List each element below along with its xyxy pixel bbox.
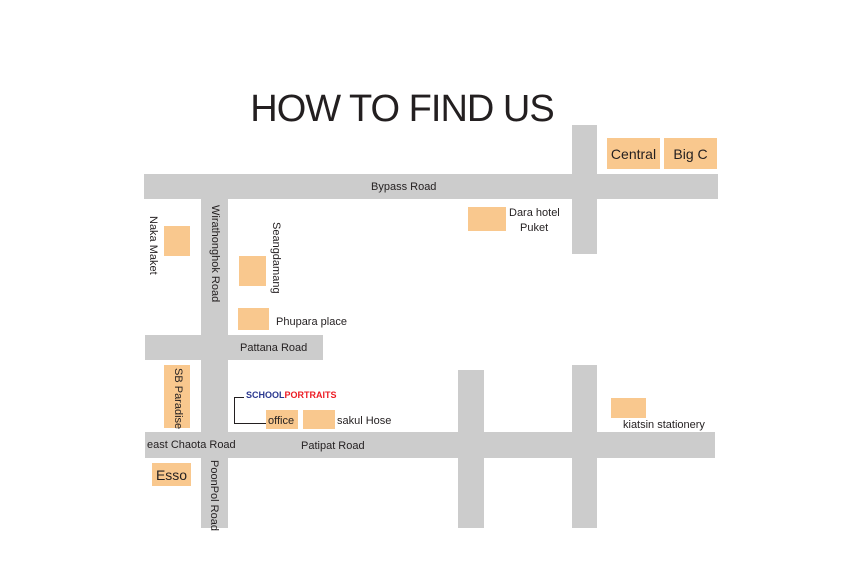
road-right-vertical-bottom bbox=[572, 365, 597, 528]
naka-maket-label: Naka Maket bbox=[147, 216, 159, 275]
callout-line-vertical bbox=[234, 397, 235, 423]
dara-hotel-label-line1: Dara hotel bbox=[509, 207, 560, 219]
poonpol-road-label: PoonPol Road bbox=[208, 460, 220, 531]
bypass-road-label: Bypass Road bbox=[371, 181, 437, 193]
sb-paradise-label: SB Paradise bbox=[172, 368, 184, 430]
east-chaota-road-label: east Chaota Road bbox=[147, 439, 236, 451]
big-c-building: Big C bbox=[664, 138, 717, 169]
office-label: office bbox=[268, 415, 295, 427]
road-pattana bbox=[145, 335, 323, 360]
phupara-place-label: Phupara place bbox=[276, 316, 347, 328]
road-patipat bbox=[145, 432, 715, 458]
phupara-place-building bbox=[238, 308, 269, 330]
kiatsin-stationery-building bbox=[611, 398, 646, 418]
pattana-road-label: Pattana Road bbox=[240, 342, 308, 354]
callout-line-top bbox=[234, 397, 244, 398]
road-wirathonghok bbox=[201, 199, 228, 528]
patipat-road-label: Patipat Road bbox=[301, 440, 365, 452]
central-building: Central bbox=[607, 138, 660, 169]
school-portraits-logo: SCHOOLPORTRAITS bbox=[246, 390, 337, 400]
seangdamang-label: Seangdamang bbox=[270, 222, 282, 294]
sb-paradise-building bbox=[164, 365, 190, 428]
sakul-hose-label: sakul Hose bbox=[337, 415, 392, 427]
dara-hotel-label-line2: Puket bbox=[520, 222, 549, 234]
naka-maket-building bbox=[164, 226, 190, 256]
kiatsin-stationery-label: kiatsin stationery bbox=[623, 419, 705, 431]
callout-line-bottom bbox=[234, 423, 267, 424]
road-middle-vertical bbox=[458, 370, 484, 528]
sakul-hose-building bbox=[303, 410, 335, 429]
logo-part-portraits: PORTRAITS bbox=[284, 390, 337, 400]
dara-hotel-building bbox=[468, 207, 506, 231]
wirathonghok-road-label: Wirathonghok Road bbox=[209, 205, 221, 303]
road-right-vertical-top bbox=[572, 125, 597, 254]
esso-building: Esso bbox=[152, 463, 191, 486]
logo-part-school: SCHOOL bbox=[246, 390, 285, 400]
road-bypass bbox=[144, 174, 718, 199]
page-title: HOW TO FIND US bbox=[250, 88, 554, 130]
office-building bbox=[266, 410, 298, 429]
seangdamang-building bbox=[239, 256, 266, 286]
